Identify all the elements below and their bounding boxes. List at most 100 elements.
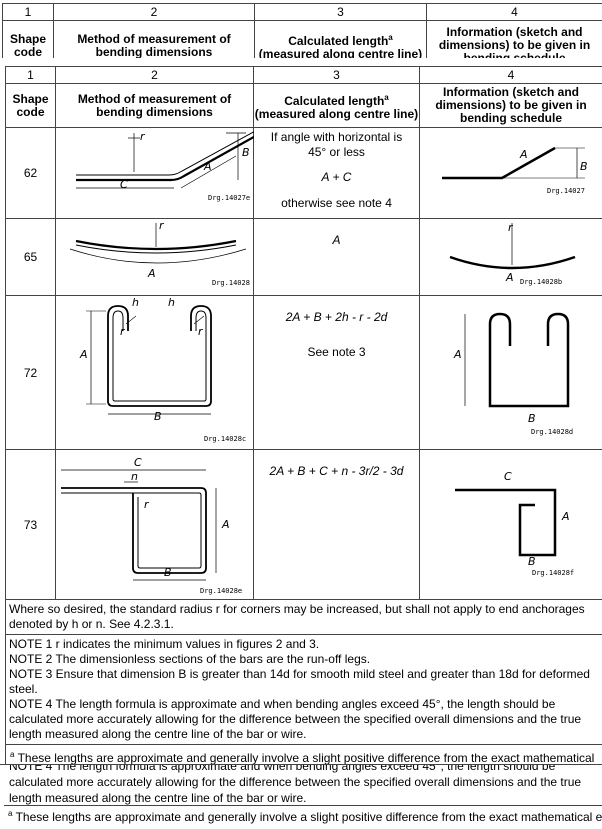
method-sketch: A B h h r r Drg.14028c [56,296,254,450]
header-info: Information (sketch and dimensions) to b… [420,84,602,128]
label-A: A [453,348,462,361]
fragment-footnote: These lengths are approximate and genera… [16,810,602,824]
calc-note: See note 3 [254,345,419,360]
drawing-ref: Drg.14028 [212,279,250,287]
drawing-ref: Drg.14028d [531,428,573,436]
header-method: Method of measurement of bending dimensi… [56,84,254,128]
label-A: A [147,267,156,280]
fragment-line: calculated more accurately allowing for … [9,774,581,790]
drawing-ref: Drg.14028f [532,569,574,577]
table-row: 62 C r A B Drg.14027e If angle with hori… [6,128,602,219]
shape-62-method-sketch: C r A B Drg.14027e [56,128,254,215]
label-r: r [159,219,165,232]
label-A: A [221,518,230,531]
label-B: B [242,146,250,159]
drawing-ref: Drg.14028e [200,587,242,595]
remark-row: Where so desired, the standard radius r … [6,600,602,635]
col-number: 2 [56,67,254,84]
calc-cell: 2A + B + C + n - 3r/2 - 3d [254,450,420,600]
footnote-mark: a [8,809,12,818]
shape-code: 73 [6,450,56,600]
col-number: 3 [255,4,427,21]
label-B: B [580,160,588,173]
label-A: A [561,510,570,523]
shape-62-info-sketch: A B Drg.14027 [420,128,602,215]
notes-fragment-bottom: NOTE 4 The length formula is approximate… [0,764,602,829]
calc-formula: A + C [254,170,419,185]
fragment-line: length measured along the centre line of… [9,790,581,806]
drawing-ref: Drg.14028b [520,278,562,286]
label-r: r [508,221,514,234]
col-number: 1 [6,67,56,84]
footnote-mark: a [10,750,14,759]
label-A: A [203,160,212,173]
note-3: NOTE 3 Ensure that dimension B is greate… [9,667,599,697]
label-C: C [134,456,142,469]
calc-cell: 2A + B + 2h - r - 2d See note 3 [254,296,420,450]
calc-formula: A [254,219,419,248]
label-r: r [140,130,146,143]
table-row: 72 A B h h r r Drg.14028 [6,296,602,450]
label-r: r [120,325,126,338]
shape-65-method-sketch: r A Drg.14028 [56,219,254,292]
header-shape-code: Shape code [6,84,56,128]
method-sketch: r A Drg.14028 [56,219,254,296]
label-h: h [168,296,175,309]
shape-73-method-sketch: C n r A B Drg.14028e [56,450,254,596]
drawing-ref: Drg.14027 [547,187,585,195]
label-B: B [528,412,536,425]
label-B: B [164,566,172,579]
col-number: 4 [420,67,602,84]
info-sketch: C A B Drg.14028f [420,450,602,600]
method-sketch: C n r A B Drg.14028e [56,450,254,600]
header-shape-code: Shape code [3,21,54,59]
label-h: h [132,296,139,309]
col-number: 3 [254,67,420,84]
calc-condition: If angle with horizontal is 45° or less [262,128,412,160]
label-C: C [504,470,512,483]
info-sketch: A B Drg.14027 [420,128,602,219]
note-4: NOTE 4 The length formula is approximate… [9,697,599,742]
table-row: 73 C n r A B Drg.14028e 2A + B + C + n -… [6,450,602,600]
shape-code: 62 [6,128,56,219]
shape-72-info-sketch: A B Drg.14028d [420,296,602,446]
calc-cell: A [254,219,420,296]
shape-code: 72 [6,296,56,450]
info-sketch: r A Drg.14028b [420,219,602,296]
col-number: 4 [427,4,602,21]
label-A: A [519,148,528,161]
header-calc-length: Calculated lengtha(measured along centre… [255,21,427,59]
table-row: 65 r A Drg.14028 A r A Drg.14028b [6,219,602,296]
notes-cell: NOTE 1 r indicates the minimum values in… [6,635,602,745]
shape-72-method-sketch: A B h h r r Drg.14028c [56,296,254,446]
label-A: A [505,271,514,284]
header-fragment-top: 1 2 3 4 Shape code Method of measurement… [0,0,602,58]
shape-code: 65 [6,219,56,296]
drawing-ref: Drg.14027e [208,194,250,202]
label-r: r [144,498,150,511]
label-r: r [198,325,204,338]
shape-65-info-sketch: r A Drg.14028b [420,219,602,292]
fragment-line: NOTE 4 The length formula is approximate… [9,764,581,774]
method-sketch: C r A B Drg.14027e [56,128,254,219]
bending-schedule-table: 1 2 3 4 Shape code Method of measurement… [5,66,602,783]
note-2: NOTE 2 The dimensionless sections of the… [9,652,599,667]
header-method: Method of measurement of bending dimensi… [54,21,255,59]
calc-formula: 2A + B + 2h - r - 2d [254,296,419,325]
label-A: A [79,348,88,361]
label-B: B [154,410,162,423]
calc-formula: 2A + B + C + n - 3r/2 - 3d [254,450,419,479]
header-info: Information (sketch and dimensions) to b… [427,21,602,59]
label-n: n [131,470,138,483]
info-sketch: A B Drg.14028d [420,296,602,450]
calc-cell: If angle with horizontal is 45° or less … [254,128,420,219]
col-number: 1 [3,4,54,21]
label-B: B [528,555,536,568]
note-1: NOTE 1 r indicates the minimum values in… [9,637,599,652]
shape-73-info-sketch: C A B Drg.14028f [420,450,602,596]
header-calc-length: Calculated lengtha(measured along centre… [254,84,420,128]
drawing-ref: Drg.14028c [204,435,246,443]
remark-text: Where so desired, the standard radius r … [9,602,585,631]
col-number: 2 [54,4,255,21]
calc-otherwise: otherwise see note 4 [254,196,419,211]
